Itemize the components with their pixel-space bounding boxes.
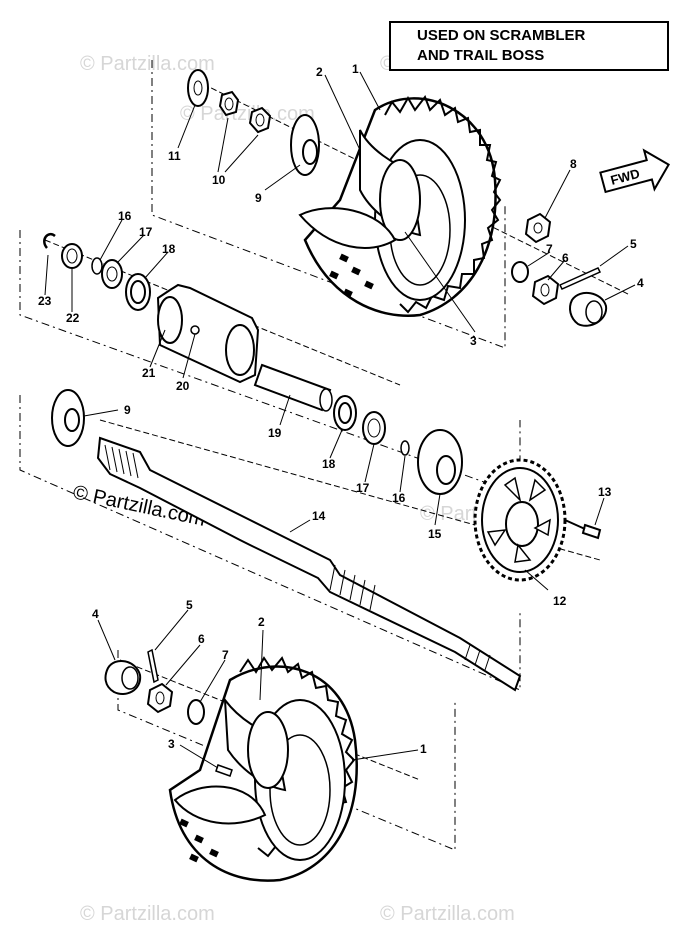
callout-9-top: 9 — [255, 191, 262, 205]
washer-7-icon — [511, 261, 529, 283]
sprocket-12-icon — [473, 458, 567, 582]
callout-20: 20 — [176, 379, 190, 393]
cap-4-bottom-icon — [104, 659, 142, 695]
callout-14: 14 — [312, 509, 326, 523]
callout-9-mid: 9 — [124, 403, 131, 417]
housing-21-icon — [156, 283, 260, 384]
axle-14-icon — [51, 389, 522, 692]
washer-7-bottom-icon — [187, 699, 205, 725]
cap-4-icon — [569, 291, 608, 327]
callout-21: 21 — [142, 366, 156, 380]
grease-fitting-20-icon — [190, 325, 200, 335]
callout-3-bot: 3 — [168, 737, 175, 751]
callout-16-mid: 16 — [392, 491, 406, 505]
callout-4-bot: 4 — [92, 607, 99, 621]
callout-12: 12 — [553, 594, 567, 608]
seal-22-icon — [61, 243, 83, 269]
cotter-pin-5-bottom-icon — [147, 648, 159, 684]
note-line-1: USED ON SCRAMBLER — [417, 27, 586, 44]
hub-15-icon — [417, 429, 463, 495]
bottom-wheel-assembly — [104, 648, 358, 882]
tire-1-bottom-icon — [168, 656, 358, 882]
callout-2-top: 2 — [316, 65, 323, 79]
callout-16-top: 16 — [118, 209, 132, 223]
callout-8: 8 — [570, 157, 577, 171]
watermark-text: © Partzilla.com — [80, 903, 215, 925]
bearing-18-icon — [125, 273, 151, 311]
watermark-text: © Partzilla.com — [380, 903, 515, 925]
applicability-note: USED ON SCRAMBLER AND TRAIL BOSS — [389, 21, 669, 71]
spacer-16-mid-icon — [400, 440, 410, 456]
snap-ring-23-icon — [43, 232, 56, 249]
callout-5-top: 5 — [630, 237, 637, 251]
callout-labels: 11 10 9 2 1 3 8 7 6 5 4 23 22 16 17 18 2… — [38, 62, 644, 756]
leader-lines — [44, 71, 636, 769]
callout-1-bot: 1 — [420, 742, 427, 756]
callout-7-top: 7 — [546, 242, 553, 256]
seal-17-mid-icon — [362, 411, 386, 445]
callout-19: 19 — [268, 426, 282, 440]
seal-17-icon — [101, 259, 123, 289]
top-wheel-assembly — [187, 69, 608, 327]
bearing-18-mid-icon — [333, 395, 357, 431]
callout-2-bot: 2 — [258, 615, 265, 629]
callout-22: 22 — [66, 311, 80, 325]
nuts-10-icon — [218, 90, 272, 134]
callout-17-top: 17 — [139, 225, 153, 239]
watermark-text: © Partzilla.com — [80, 53, 215, 75]
spacer-16-icon — [91, 257, 103, 275]
callout-6-top: 6 — [562, 251, 569, 265]
callout-13: 13 — [598, 485, 612, 499]
nut-8-icon — [524, 212, 552, 244]
callout-15: 15 — [428, 527, 442, 541]
watermark-text: © Partzilla.com — [180, 103, 315, 125]
callout-18-mid: 18 — [322, 457, 336, 471]
sprocket-assembly — [417, 429, 602, 582]
rim-2-bottom-icon — [223, 696, 289, 792]
hub-9-icon — [290, 114, 320, 176]
bolt-13-icon — [564, 519, 602, 540]
callout-17-mid: 17 — [356, 481, 370, 495]
callout-7-bot: 7 — [222, 648, 229, 662]
rim-2-icon — [298, 129, 422, 249]
callout-3-top: 3 — [470, 334, 477, 348]
callout-23: 23 — [38, 294, 52, 308]
callout-11: 11 — [168, 149, 181, 163]
castle-nut-6-bottom-icon — [146, 682, 174, 714]
valve-3-bottom-icon — [215, 764, 233, 777]
hub-9-mid-icon — [51, 389, 85, 447]
callout-10: 10 — [212, 173, 226, 187]
sleeve-19-icon — [253, 363, 333, 412]
castle-nut-6-icon — [531, 274, 560, 306]
cotter-pin-5-icon — [558, 267, 602, 290]
callout-6-bot: 6 — [198, 632, 205, 646]
fwd-label: FWD — [609, 166, 641, 188]
callout-5-bot: 5 — [186, 598, 193, 612]
note-line-2: AND TRAIL BOSS — [417, 47, 544, 64]
callout-1-top: 1 — [352, 62, 359, 76]
callout-18-top: 18 — [162, 242, 176, 256]
callout-4-top: 4 — [637, 276, 644, 290]
forward-arrow-icon: FWD — [599, 148, 671, 194]
